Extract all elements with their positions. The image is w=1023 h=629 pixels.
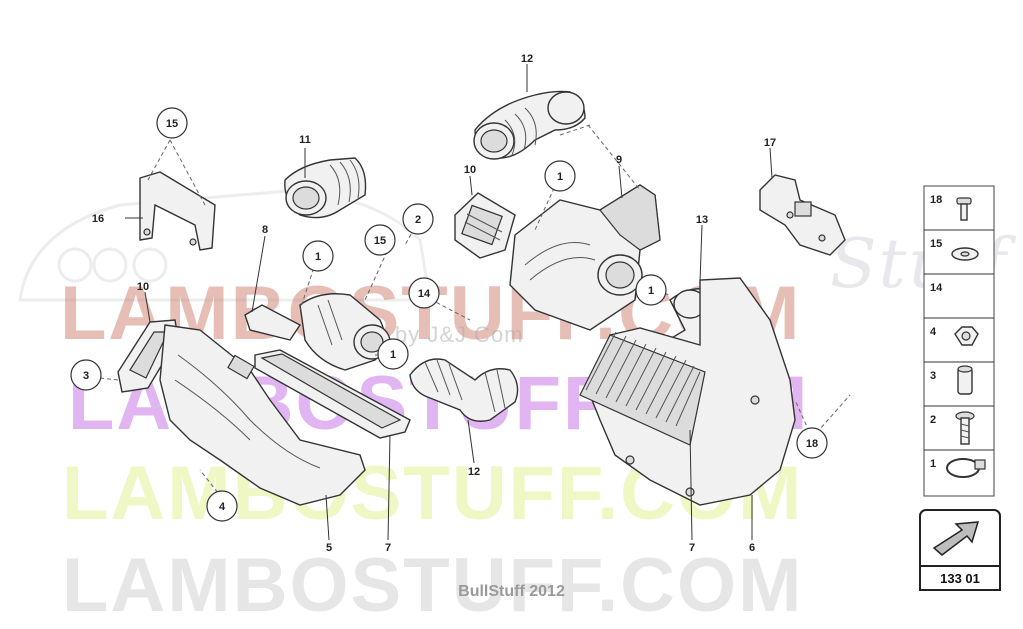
label-12-top: 12 <box>521 53 533 65</box>
watermark-subtitle: by J&J Com <box>395 322 524 347</box>
callout-18-label: 18 <box>806 438 818 450</box>
callout-1-a: 1 <box>544 160 576 192</box>
label-10-top: 10 <box>464 164 476 176</box>
air-filter-part-7-left <box>254 349 411 439</box>
bracket-part-16 <box>125 171 216 251</box>
callout-2: 2 <box>402 203 434 235</box>
legend-item-18: 18 <box>930 194 942 206</box>
airbox-housing-part-9 <box>509 184 661 331</box>
legend-item-1: 1 <box>930 458 936 470</box>
airbox-lower-part-6 <box>579 277 796 506</box>
legend-item-4: 4 <box>930 326 937 338</box>
diagram-drawing: 15 11 12 10 1 9 17 16 8 1 2 15 14 <box>18 53 1001 591</box>
callout-14-label: 14 <box>418 288 431 300</box>
label-11: 11 <box>299 134 311 146</box>
label-9: 9 <box>616 154 622 166</box>
callout-18: 18 <box>796 427 828 459</box>
callout-1-b-label: 1 <box>315 251 321 263</box>
callout-1-a-label: 1 <box>557 171 563 183</box>
callout-3: 3 <box>70 359 102 391</box>
bracket-part-17 <box>759 174 846 256</box>
callout-1-c: 1 <box>635 274 667 306</box>
label-7-right: 7 <box>689 542 695 554</box>
label-17: 17 <box>764 137 776 149</box>
label-8: 8 <box>262 224 268 236</box>
legend-item-14: 14 <box>930 282 943 294</box>
label-16: 16 <box>92 213 104 225</box>
callout-15-top: 15 <box>156 107 188 139</box>
airbox-tray-part-5 <box>159 324 366 506</box>
page-reference-number: 133 01 <box>940 571 980 586</box>
elbow-hose-part-12-top <box>473 90 586 160</box>
callout-1-d: 1 <box>377 338 409 370</box>
credit-text: BullStuff 2012 <box>458 583 565 600</box>
label-5: 5 <box>326 542 332 554</box>
washer-icon <box>951 247 979 261</box>
label-13: 13 <box>696 214 708 226</box>
label-12-bottom: 12 <box>468 466 480 478</box>
nut-icon <box>954 326 979 346</box>
label-10-bottom: 10 <box>137 281 149 293</box>
callout-14: 14 <box>408 277 440 309</box>
legend-item-3: 3 <box>930 370 936 382</box>
elbow-hose-part-12-bottom <box>409 358 519 422</box>
callout-3-label: 3 <box>83 370 89 382</box>
callout-1-c-label: 1 <box>648 285 654 297</box>
callout-15-top-label: 15 <box>166 118 178 130</box>
bolt-icon <box>956 197 972 221</box>
callout-2-label: 2 <box>415 214 421 226</box>
callout-1-b: 1 <box>302 240 334 272</box>
hose-part-11 <box>284 157 367 219</box>
callout-4: 4 <box>206 490 238 522</box>
flap-part-10-top <box>454 192 516 259</box>
callout-1-d-label: 1 <box>390 349 396 361</box>
screw-icon <box>955 411 975 445</box>
callout-15-mid-label: 15 <box>374 235 386 247</box>
sleeve-icon <box>957 365 973 395</box>
exploded-parts-diagram: LAMBOSTUFF.COM LAMBOSTUFF.COM LAMBOSTUFF… <box>18 53 1006 628</box>
legend-item-15: 15 <box>930 238 942 250</box>
hose-clamp-icon <box>946 458 986 478</box>
callout-4-label: 4 <box>219 501 226 513</box>
callout-15-mid: 15 <box>364 224 396 256</box>
page-reference-box[interactable]: 133 01 <box>919 509 1001 591</box>
legend-item-2: 2 <box>930 414 936 426</box>
arrow-icon <box>932 521 980 556</box>
label-6: 6 <box>749 542 755 554</box>
small-parts-legend: 18 15 14 4 3 2 <box>923 185 995 497</box>
hose-part-8 <box>244 293 391 371</box>
label-7-left: 7 <box>385 542 391 554</box>
